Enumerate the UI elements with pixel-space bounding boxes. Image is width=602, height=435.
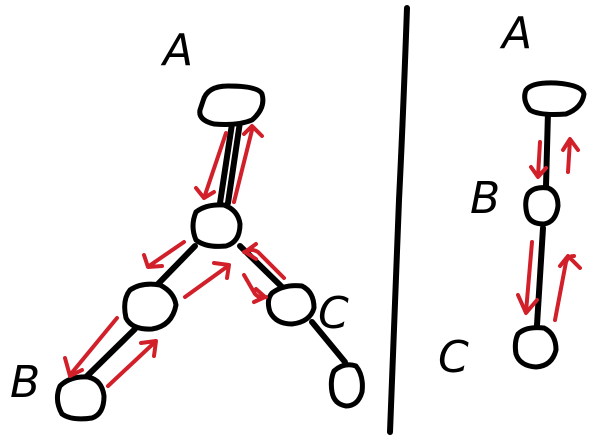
- node-a-right: [522, 80, 587, 117]
- node-c-leaf: [328, 362, 365, 409]
- edge-c-to-leaf: [309, 319, 348, 365]
- label-b-left: B: [10, 357, 40, 408]
- edge-root-to-hub: [217, 119, 243, 206]
- arrow-b-up: [106, 339, 158, 388]
- arrow-right-b-up: [561, 137, 580, 174]
- label-a-right: A: [499, 8, 532, 59]
- left-tree: A B C: [10, 25, 365, 422]
- arrow-c-to-hub: [242, 242, 286, 280]
- node-c-right: [512, 325, 559, 370]
- label-c-left: C: [318, 288, 349, 339]
- arrow-hub-to-left: [142, 240, 186, 269]
- arrow-hub-to-c: [242, 273, 268, 304]
- divider-line: [387, 5, 410, 435]
- label-a-left: A: [160, 25, 193, 76]
- arrow-left-to-hub: [183, 261, 231, 299]
- edge-hub-to-left: [155, 243, 198, 287]
- edge-left-to-b: [79, 326, 138, 384]
- arrow-right-a-down: [529, 140, 548, 179]
- label-c-right: C: [438, 332, 469, 383]
- node-a-left: [197, 83, 266, 127]
- node-left-mid: [122, 281, 179, 332]
- node-hub: [190, 202, 243, 249]
- arrow-right-c-up: [553, 254, 582, 322]
- edge-b-to-c-right: [534, 225, 546, 328]
- node-c-left: [265, 283, 317, 327]
- arrow-right-b-down: [516, 240, 539, 315]
- right-chain: A B C: [438, 8, 587, 383]
- node-b-right: [523, 185, 561, 227]
- edge-a-to-b-right: [543, 109, 551, 189]
- node-b: [54, 374, 107, 422]
- arrow-hub-up: [232, 124, 264, 204]
- label-b-right: B: [470, 173, 500, 224]
- arrow-left-to-b: [63, 316, 119, 378]
- arrow-root-down: [194, 131, 228, 200]
